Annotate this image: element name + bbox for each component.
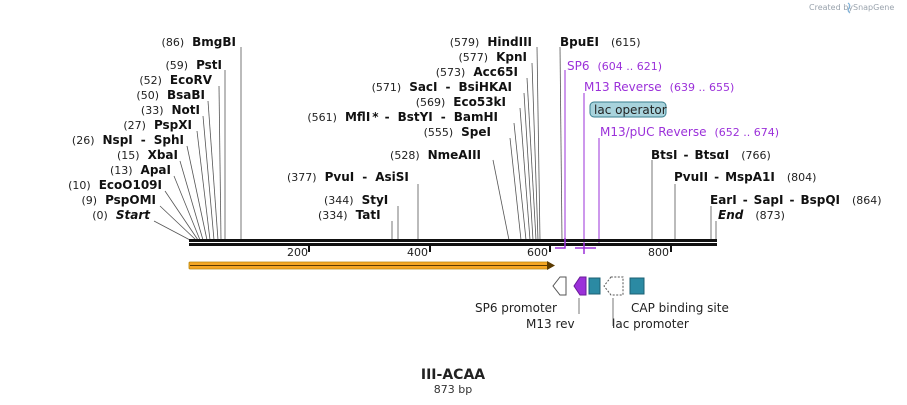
site-line-nmeaiii [492,159,510,241]
site-acc65i: (573)Acc65I [436,65,518,79]
lac-promoter-label: lac promoter [612,317,689,331]
site-styi: (344)StyI [324,193,388,207]
lac-operator-tag: lac operator [589,101,667,118]
site-line-bpuei [559,46,563,241]
primer-label-m13-puc-reverse: M13/pUC Reverse(652 .. 674) [600,125,779,139]
site-eari-sapi-bspqi: EarI-SapI-BspQI(864) [710,193,882,207]
primer-lines [564,70,600,243]
site-line-spei [509,137,522,241]
site-ecorv: (52)EcoRV [139,73,212,87]
m13-rev-glyph [573,276,587,296]
primer-labels: SP6(604 .. 621) M13 Reverse(639 .. 655) … [567,59,779,139]
tick-label-800: 800 [648,246,669,259]
map-title: III-ACAA [421,367,485,383]
site-xbai: (15)XbaI [117,148,178,162]
site-saci-bsihkai: (571)SacI-BsiHKAI [372,80,512,94]
site-line-apai [173,175,201,241]
sp6-promoter-glyph [552,276,567,296]
site-pspomi: (9)PspOMI [81,193,156,207]
backbone [189,239,717,246]
site-line-hindiii [536,46,541,241]
tick-label-400: 400 [407,246,428,259]
site-ecoo109i: (10)EcoO109I [68,178,162,192]
site-tati: (334)TatI [318,208,381,222]
site-labels-left: (86)BmgBI (59)PstI (52)EcoRV (50)BsaBI (… [68,35,236,222]
lac-operator-label: lac operator [594,103,667,117]
site-hindiii: (579)HindIII [450,35,532,49]
site-pspxi: (27)PspXI [123,118,192,132]
site-bpuei: BpuEI(615) [560,35,641,49]
tick-label-600: 600 [527,246,548,259]
map-length: 873 bp [434,383,472,396]
site-line-pspxi [196,130,211,241]
site-pvuii-mspa1i: PvuII-MspA1I(804) [674,170,816,184]
site-line-eco53ki [519,107,531,241]
site-btsi: BtsI-BtsαI(766) [651,148,771,162]
site-kpni: (577)KpnI [459,50,528,64]
site-line-ecoo109i [164,190,199,241]
site-line-saci [523,92,534,241]
site-line-pspomi [159,205,197,241]
orf-arrow [188,261,555,270]
site-line-bsabi [207,100,219,241]
primer-arrow-sp6 [555,238,566,249]
site-mfli-bstyi-bamhi: (561)MflI*-BstYI-BamHI [307,110,498,124]
site-labels-middle: (377)PvuI-AsiSI (344)StyI (334)TatI [287,170,409,222]
lac-operator-glyph [588,277,601,295]
site-line-mfli [513,122,527,241]
site-line-nspi [186,145,208,241]
site-line-kpni [531,62,539,241]
lac-promoter-glyph [603,276,624,296]
site-nspi-sphi: (26)NspI-SphI [72,133,184,147]
backbone-bottom-strand [189,243,717,246]
site-line-noti [202,115,215,241]
site-psti: (59)PstI [165,58,222,72]
cap-site-glyph [629,277,645,295]
site-line-start [153,220,191,241]
credit-text: Created by [809,3,853,12]
site-line-xbai [179,160,204,241]
features [552,276,645,326]
primer-label-m13-reverse: M13 Reverse(639 .. 655) [584,80,734,94]
backbone-top-strand [189,239,717,242]
m13-rev-label: M13 rev [526,317,575,331]
site-end: End(873) [718,208,785,222]
primer-label-sp6: SP6(604 .. 621) [567,59,662,73]
cap-site-label: CAP binding site [631,301,729,315]
site-pvui-asisi: (377)PvuI-AsiSI [287,170,409,184]
site-noti: (33)NotI [141,103,200,117]
tick-label-200: 200 [287,246,308,259]
site-labels-right: BpuEI(615) BtsI-BtsαI(766) PvuII-MspA1I(… [560,35,882,222]
site-lines [153,46,717,241]
site-bsabi: (50)BsaBI [136,88,205,102]
site-start: (0)Start [92,208,151,222]
site-nmeaiii: (528)NmeAIII [390,148,481,162]
site-apai: (13)ApaI [110,163,171,177]
sp6-promoter-label: SP6 promoter [475,301,557,315]
site-line-acc65i [526,77,537,241]
site-line-ecorv [218,85,222,241]
scale: 200 400 600 800 [287,246,672,259]
site-spei: (555)SpeI [424,125,491,139]
snapgene-logo: SnapGene [847,2,894,14]
site-eco53ki: (569)Eco53kI [416,95,506,109]
snapgene-brand: SnapGene [853,3,894,12]
primer-arrows [555,238,596,254]
site-bmgbi: (86)BmgBI [162,35,236,49]
site-labels-mcs: (579)HindIII (577)KpnI (573)Acc65I (571)… [307,35,532,162]
